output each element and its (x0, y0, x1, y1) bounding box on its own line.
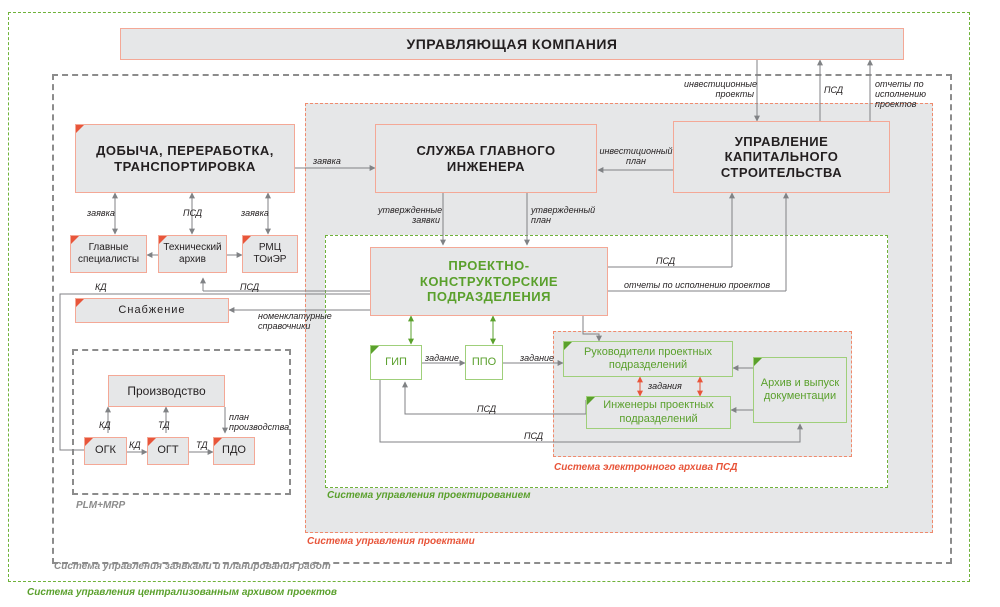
label-reports-mid: отчеты по исполнению проектов (624, 280, 771, 290)
box-chief-engineer: СЛУЖБА ГЛАВНОГО ИНЖЕНЕРА (375, 124, 597, 193)
label-kd2: КД (129, 440, 141, 450)
label-zayavka-main: заявка (313, 156, 341, 166)
box-production: Производство (108, 375, 225, 407)
frame-requests-system (52, 74, 952, 564)
label-approved-requests: утвержденные заявки (378, 205, 443, 225)
label-zayavka-left: заявка (87, 208, 115, 218)
box-ogk: ОГК (84, 437, 127, 465)
label-psd-top: ПСД (824, 85, 844, 95)
line-kd-left (59, 293, 370, 451)
label-psd-archive: ПСД (183, 208, 203, 218)
label-nomenclature: номенклатурные справочники (258, 311, 332, 331)
label-zayavka-right: заявка (241, 208, 269, 218)
label-psd-bottom: ПСД (524, 431, 544, 441)
label-invest-projects: инвестиционные проекты (684, 79, 758, 99)
caption-projects-system: Система управления проектами (307, 536, 475, 547)
caption-plm: PLM+MRP (76, 500, 126, 511)
label-plan-prod: план производства (229, 412, 290, 432)
label-invest-plan: инвестиционный план (599, 146, 673, 166)
box-gip: ГИП (370, 345, 422, 380)
box-rmc: РМЦ ТОиЭР (242, 235, 298, 273)
label-zadaniya: задания (648, 381, 682, 391)
label-reports-top: отчеты по исполнению проектов (875, 79, 927, 109)
box-chief-specialists: Главные специалисты (70, 235, 147, 273)
box-management-company: УПРАВЛЯЮЩАЯ КОМПАНИЯ (120, 28, 904, 60)
box-tech-archive: Технический архив (158, 235, 227, 273)
box-ppo: ППО (465, 345, 503, 380)
label-kd1: КД (99, 420, 111, 430)
arrow-pkp-ruk (582, 315, 602, 342)
box-project-engineers: Инженеры проектных подразделений (586, 396, 731, 429)
box-supply: Снабжение (75, 298, 229, 323)
box-project-heads: Руководители проектных подразделений (563, 341, 733, 377)
arrow-psd-bottom (379, 380, 803, 443)
box-pdo: ПДО (213, 437, 255, 465)
caption-ea-system: Система электронного архива ПСД (554, 462, 738, 473)
label-td2: ТД (196, 440, 208, 450)
box-design-departments: ПРОЕКТНО-КОНСТРУКТОРСКИЕ ПОДРАЗДЕЛЕНИЯ (370, 247, 608, 316)
label-approved-plan: утвержденный план (531, 205, 596, 225)
caption-requests-system: Система управления заявками и планирован… (54, 561, 331, 572)
label-zadanie2: задание (520, 353, 555, 363)
caption-design-system: Система управления проектированием (327, 490, 531, 501)
label-td1: ТД (158, 420, 170, 430)
box-archive-release: Архив и выпуск документации (753, 357, 847, 423)
label-kd-left: КД (95, 282, 107, 292)
caption-archive-system: Система управления централизованным архи… (27, 587, 337, 598)
label-psd-left: ПСД (240, 282, 260, 292)
box-capital-construction: УПРАВЛЕНИЕ КАПИТАЛЬНОГО СТРОИТЕЛЬСТВА (673, 121, 890, 193)
box-ogt: ОГТ (147, 437, 189, 465)
label-zadanie1: задание (425, 353, 460, 363)
label-psd-mid: ПСД (656, 256, 676, 266)
label-psd-gip: ПСД (477, 404, 497, 414)
box-dpt: ДОБЫЧА, ПЕРЕРАБОТКА, ТРАНСПОРТИРОВКА (75, 124, 295, 193)
frame-plm (72, 349, 291, 495)
frame-archive-system (8, 12, 970, 582)
